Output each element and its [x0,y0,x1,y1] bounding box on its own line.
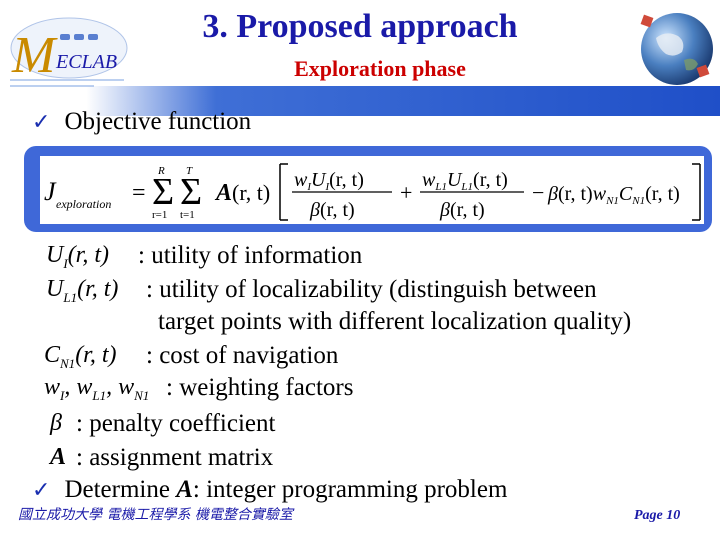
svg-text:J: J [44,177,57,206]
svg-text:ECLAB: ECLAB [55,51,117,73]
svg-text:−: − [532,180,544,205]
symbol-assignment: A [50,444,67,470]
meclab-logo: M ECLAB [10,17,128,87]
svg-text:T: T [186,165,193,177]
svg-text:=: = [132,180,146,206]
formula-content: J exploration = Σ R r=1 Σ T t=1 A (r, t)… [40,156,704,224]
symbol-cost-navigation: CN1(r, t) [44,342,117,371]
svg-text:β(r, t)wN1CN1(r, t): β(r, t)wN1CN1(r, t) [547,183,680,207]
bullet-label-prefix: Determine [64,476,177,503]
symbol-weighting-factors: wI, wL1, wN1 [44,374,150,403]
globe-icon [640,13,713,85]
footer-institution: 國立成功大學 電機工程學系 機電整合實驗室 [18,507,293,523]
definition-utility-localizability: : utility of localizability (distinguish… [146,276,597,303]
bullet-objective-function: ✓ Objective function [32,108,251,136]
svg-text:(r, t): (r, t) [232,180,270,205]
svg-text:wL1UL1(r, t): wL1UL1(r, t) [422,169,508,193]
slide-title: 3. Proposed approach [202,8,518,45]
definition-utility-information: : utility of information [138,242,363,269]
definition-utility-localizability-cont: target points with different localizatio… [158,308,632,335]
svg-text:+: + [400,180,412,205]
bullet-label: Objective function [64,108,252,135]
svg-text:wIUI(r, t): wIUI(r, t) [294,169,364,193]
checkmark-icon: ✓ [32,478,51,503]
svg-text:r=1: r=1 [152,209,167,221]
page-number: Page 10 [634,508,681,523]
slide-subtitle: Exploration phase [294,56,466,81]
bullet-determine-A: ✓ Determine A: integer programming proble… [32,476,507,504]
symbol-penalty: β [50,410,62,436]
svg-text:M: M [11,27,58,84]
symbol-utility-information: UI(r, t) [46,242,110,271]
svg-text:β(r, t): β(r, t) [309,199,355,221]
formula-box: J exploration = Σ R r=1 Σ T t=1 A (r, t)… [24,146,712,232]
bullet-label-suffix: : integer programming problem [192,476,508,503]
symbol-utility-localizability: UL1(r, t) [46,276,119,305]
bullet-label-symbol: A [176,476,193,503]
definition-weighting-factors: : weighting factors [166,374,354,401]
definition-assignment: : assignment matrix [76,444,274,471]
objective-formula: J exploration = Σ R r=1 Σ T t=1 A (r, t)… [44,163,701,221]
svg-text:A: A [214,180,232,206]
checkmark-icon: ✓ [32,110,51,135]
svg-text:R: R [157,165,165,177]
definition-penalty: : penalty coefficient [76,410,276,437]
svg-text:Σ: Σ [152,171,174,213]
svg-text:β(r, t): β(r, t) [439,199,485,221]
svg-text:t=1: t=1 [180,209,195,221]
svg-text:exploration: exploration [56,197,111,211]
header-band [0,86,720,116]
definition-cost-navigation: : cost of navigation [146,342,339,369]
svg-text:Σ: Σ [180,171,202,213]
